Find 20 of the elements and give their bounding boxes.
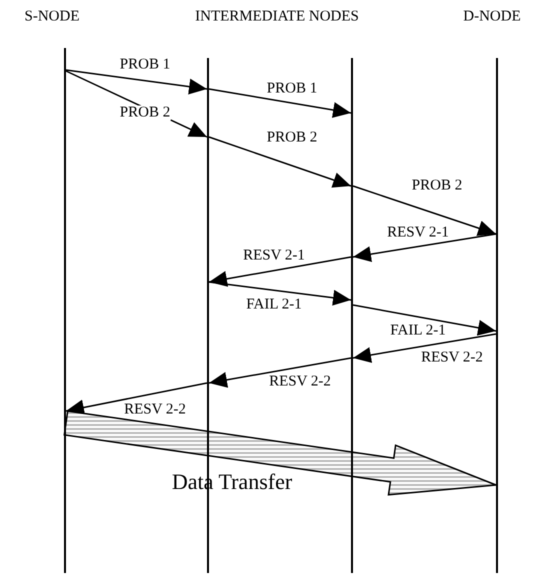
- message-arrow: [208, 88, 352, 118]
- lifeline: [351, 58, 353, 573]
- message-arrow: [352, 333, 496, 363]
- message-arrow: [208, 281, 352, 306]
- lifeline-heading: S-NODE: [24, 10, 80, 24]
- lifeline-heading: INTERMEDIATE NODES: [195, 10, 359, 24]
- message-arrow: [66, 382, 208, 416]
- lifeline-heading: D-NODE: [463, 10, 521, 24]
- block-arrow: [63, 410, 497, 496]
- message-arrow: [208, 256, 352, 287]
- message-label: PROB 2: [118, 106, 172, 120]
- message-arrow: [352, 304, 496, 336]
- message-arrow: [208, 136, 352, 188]
- lifeline: [64, 48, 66, 573]
- message-arrow: [352, 233, 496, 262]
- message-arrow: [208, 357, 352, 388]
- message-arrow: [352, 185, 496, 236]
- lifeline: [207, 58, 209, 573]
- lifeline: [496, 58, 498, 573]
- message-arrow: [66, 69, 208, 95]
